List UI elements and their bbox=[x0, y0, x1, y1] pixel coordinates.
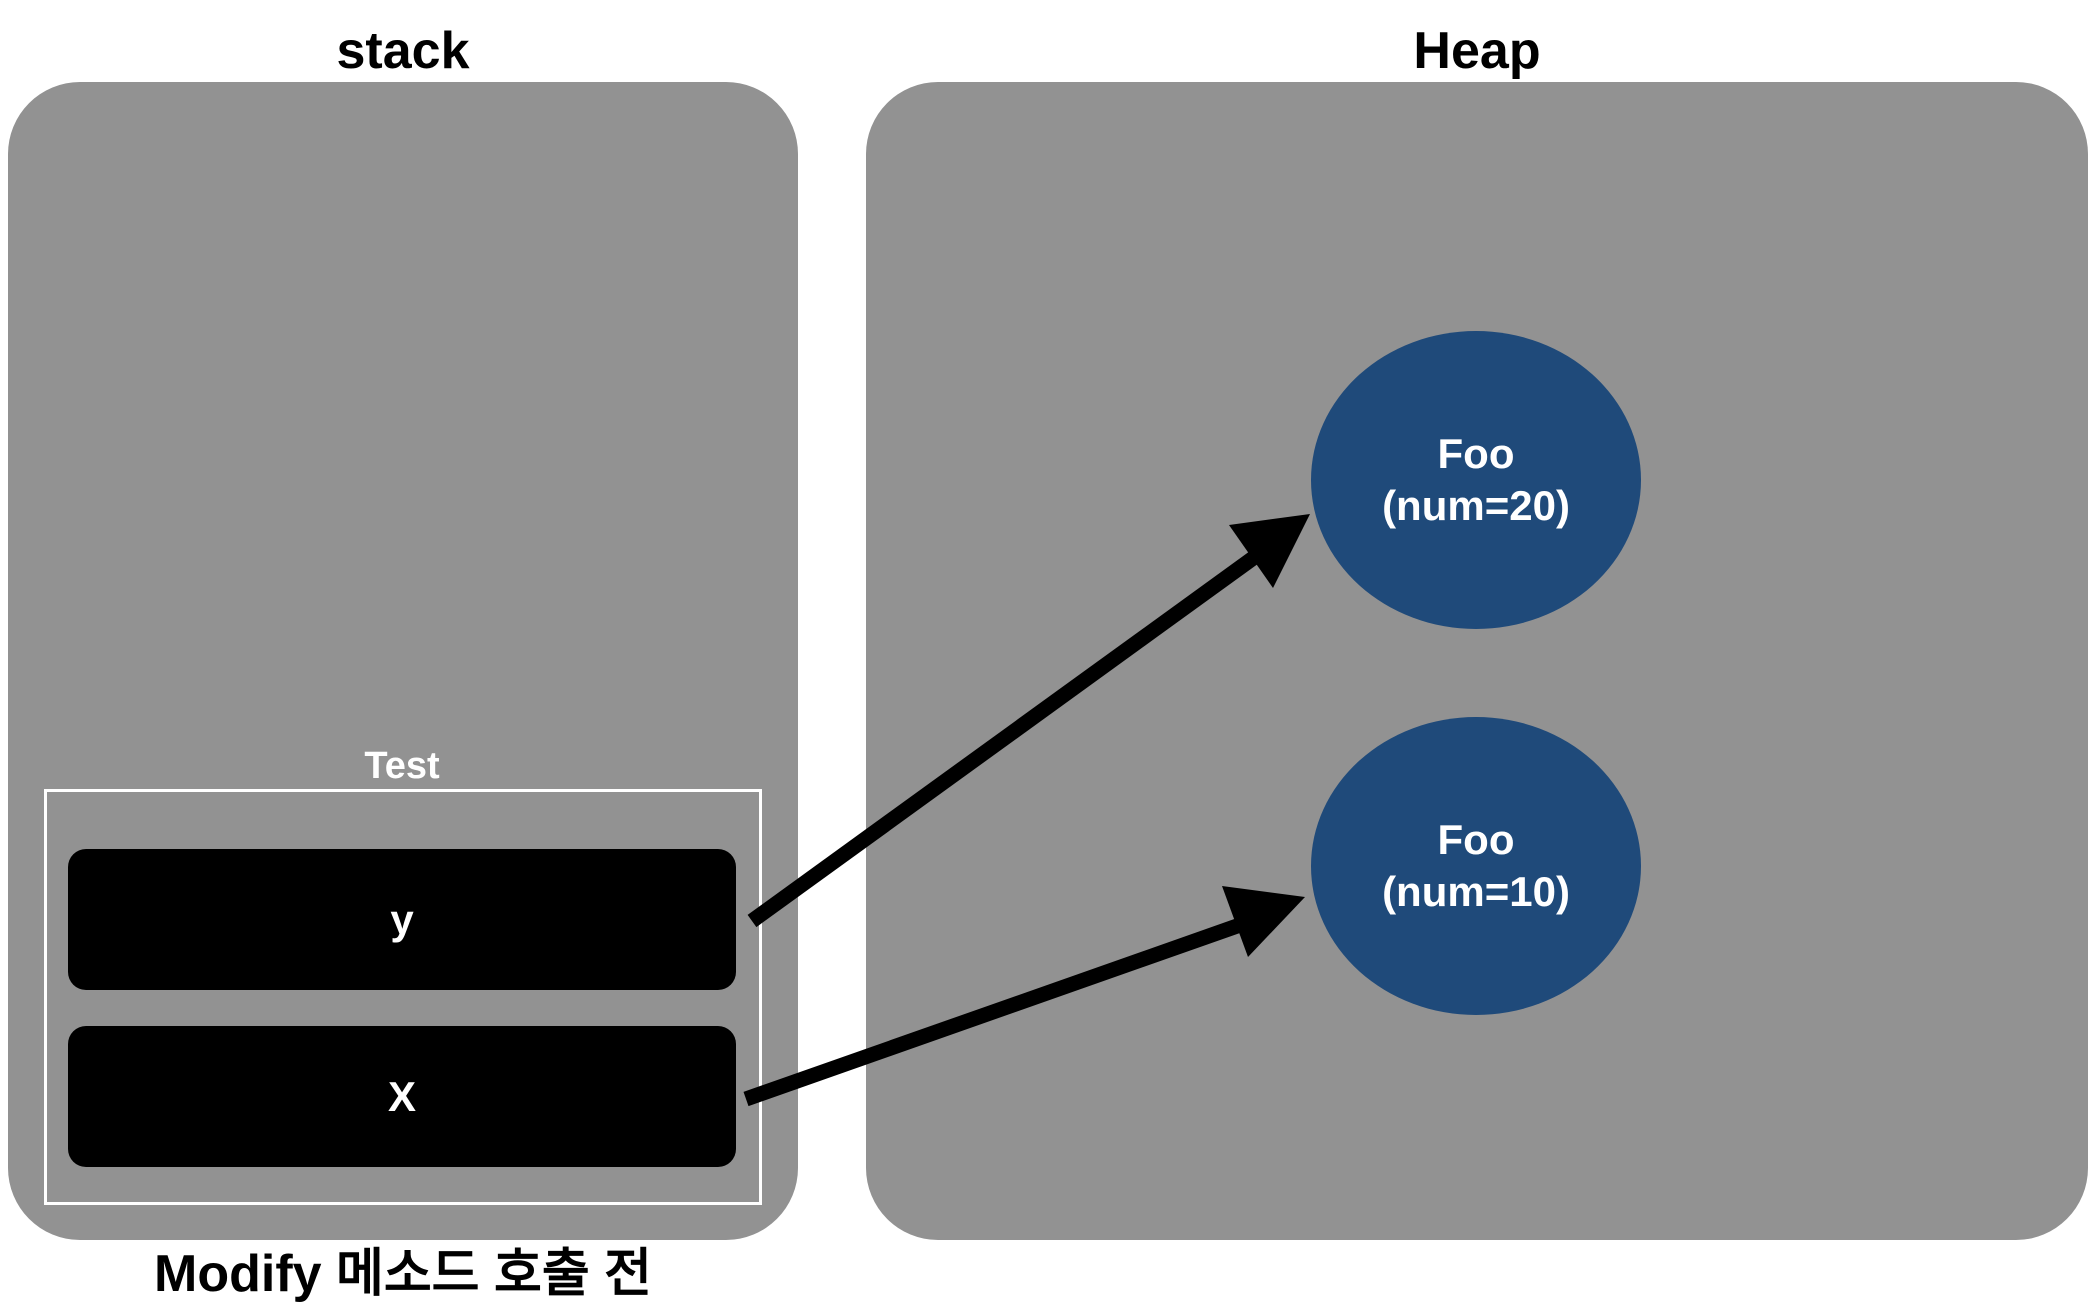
variable-slot-label: y bbox=[390, 895, 414, 943]
arrow-head bbox=[1222, 886, 1305, 957]
variable-slot-x: X bbox=[68, 1026, 736, 1167]
heap-object-name: Foo bbox=[1437, 816, 1515, 863]
heap-object-foo-num20: Foo (num=20) bbox=[1311, 331, 1641, 629]
variable-slot-y: y bbox=[68, 849, 736, 990]
stack-title: stack bbox=[336, 22, 470, 80]
stack-frame-title: Test bbox=[364, 745, 440, 787]
heap-object-value: (num=20) bbox=[1382, 482, 1570, 529]
heap-object-foo-num10: Foo (num=10) bbox=[1311, 717, 1641, 1015]
heap-panel bbox=[866, 82, 2088, 1240]
heap-object-name: Foo bbox=[1437, 430, 1515, 477]
heap-title: Heap bbox=[1413, 22, 1541, 80]
arrow-head bbox=[1229, 514, 1310, 588]
diagram-caption: Modify 메소드 호출 전 bbox=[154, 1245, 652, 1303]
arrow-shaft bbox=[743, 917, 1243, 1107]
arrow-y-to-num20 bbox=[747, 514, 1310, 928]
heap-object-value: (num=10) bbox=[1382, 868, 1570, 915]
arrow-x-to-num10 bbox=[743, 886, 1305, 1107]
variable-slot-label: X bbox=[387, 1072, 416, 1120]
arrow-shaft bbox=[747, 549, 1261, 928]
stack-frame bbox=[44, 789, 762, 1205]
